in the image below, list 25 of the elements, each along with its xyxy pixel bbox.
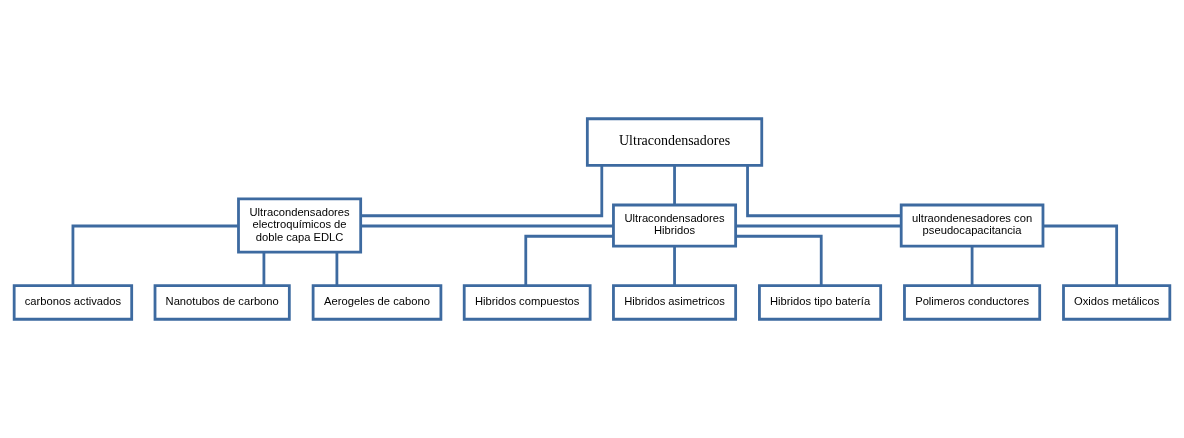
node-box: Hibridos asimetricos xyxy=(612,284,738,321)
connector xyxy=(335,252,339,286)
connector xyxy=(673,165,676,205)
connector xyxy=(1043,224,1119,286)
node-box: carbonos activados xyxy=(12,284,134,321)
node-box: Polimeros conductores xyxy=(903,284,1042,321)
connector xyxy=(735,234,823,286)
connector xyxy=(970,246,974,286)
connector xyxy=(360,165,604,218)
connector xyxy=(524,234,614,286)
connector xyxy=(673,246,676,286)
connector xyxy=(262,252,266,286)
node-box: Ultracondensadores Hibridos xyxy=(612,203,738,248)
connector xyxy=(746,165,902,218)
connector xyxy=(361,224,614,228)
node-box: Hibridos tipo batería xyxy=(758,284,883,321)
node-box: ultraondenesadores con pseudocapacitancia xyxy=(899,203,1045,248)
node-box: Ultracondensadores xyxy=(585,117,764,167)
connector xyxy=(71,224,239,286)
connector xyxy=(735,224,901,228)
node-box: Ultracondensadores electroquímicos de doble capa EDLC xyxy=(237,197,363,254)
node-box: Oxidos metálicos xyxy=(1062,284,1172,321)
node-box: Hibridos compuestos xyxy=(462,284,592,321)
node-box: Aerogeles de cabono xyxy=(311,284,443,321)
node-box: Nanotubos de carbono xyxy=(153,284,291,321)
